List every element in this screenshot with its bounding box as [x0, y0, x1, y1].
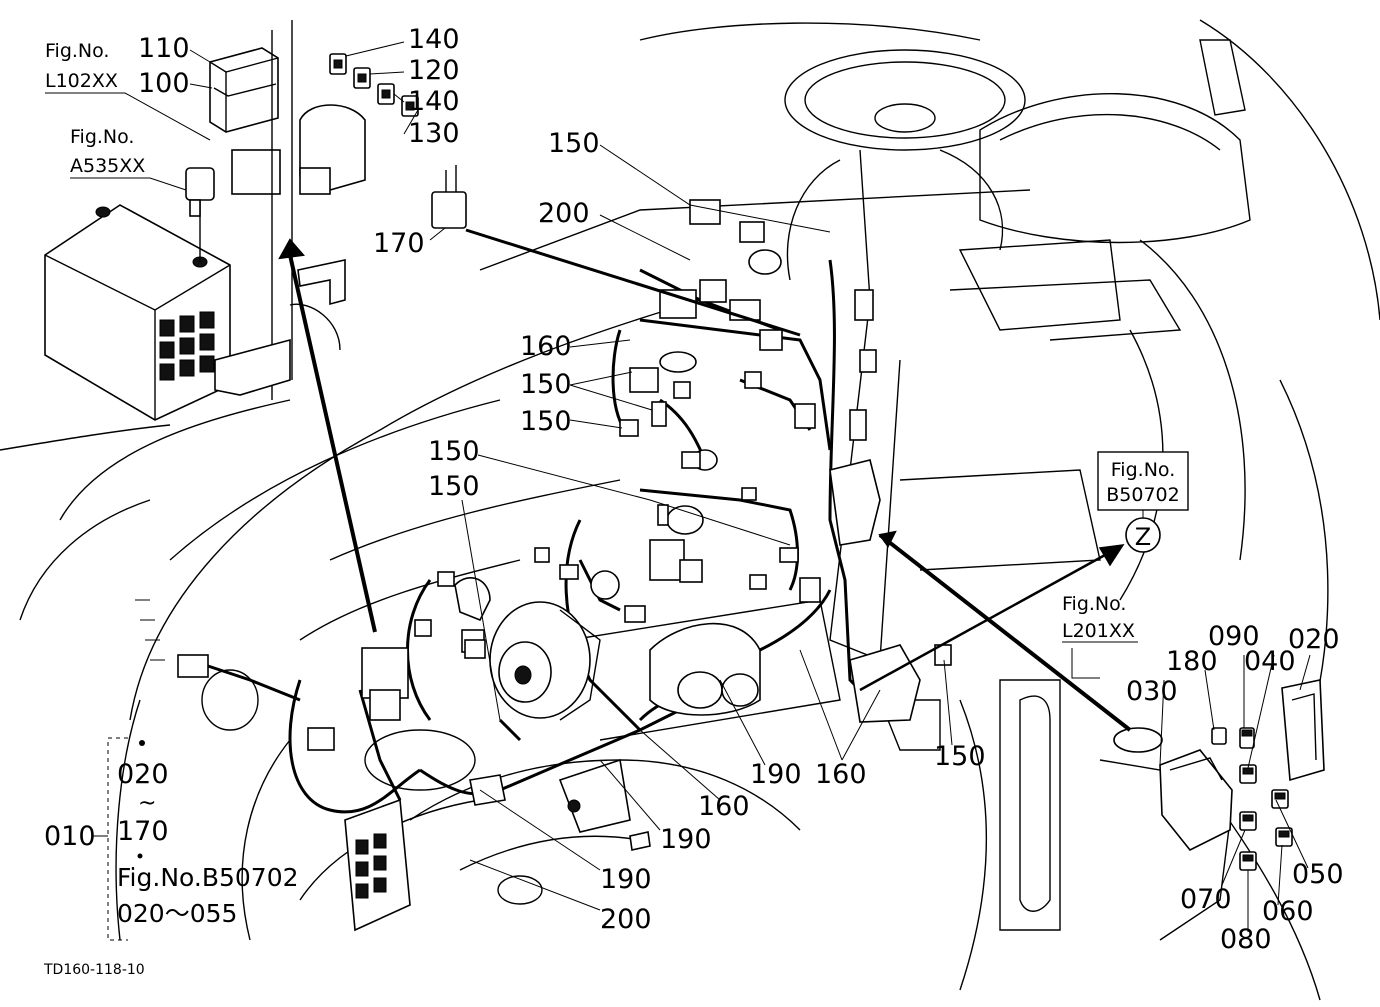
callout-190: 190 — [600, 864, 652, 895]
starter-motor — [649, 622, 761, 716]
fig-no-label: Fig.No. — [45, 40, 109, 62]
assembly-legend: 010 020 ~ 170 Fig.No.B50702 020～055 — [44, 737, 299, 941]
callout-050: 050 — [1292, 859, 1344, 890]
fig-ref-b50702: B50702 — [1106, 484, 1179, 506]
view-marker-z: Z — [1125, 517, 1161, 553]
callout-150: 150 — [428, 436, 480, 467]
callout-140: 140 — [408, 24, 460, 55]
callout-120: 120 — [408, 55, 460, 86]
callout-150: 150 — [520, 369, 572, 400]
callout-080: 080 — [1220, 924, 1272, 955]
callout-190: 190 — [750, 759, 802, 790]
drawing-code: TD160-118-10 — [43, 962, 145, 978]
callout-170: 170 — [117, 816, 169, 847]
callout-090: 090 — [1208, 621, 1260, 652]
fig-ref-l201: L201XX — [1062, 620, 1135, 642]
fuse-box-030 — [1113, 679, 1325, 871]
callout-180: 180 — [1166, 646, 1218, 677]
fig-no-label: Fig.No. — [70, 126, 134, 148]
callout-150: 150 — [428, 471, 480, 502]
legend-tilde: ~ — [138, 791, 156, 816]
callout-170: 170 — [373, 228, 425, 259]
fig-no-label: Fig.No. — [1111, 459, 1175, 481]
callout-130: 130 — [408, 118, 460, 149]
legend-fig-ref: Fig.No.B50702 — [117, 863, 299, 892]
callout-150: 150 — [934, 741, 986, 772]
battery — [44, 200, 231, 421]
front-battery — [344, 798, 411, 932]
harness-components — [177, 199, 952, 932]
battery-relay — [185, 167, 215, 217]
callout-100: 100 — [138, 68, 190, 99]
alternator — [489, 601, 601, 721]
fig-no-label: Fig.No. — [1062, 593, 1126, 615]
callout-190: 190 — [660, 824, 712, 855]
callout-200: 200 — [600, 904, 652, 935]
callout-060: 060 — [1262, 896, 1314, 927]
callout-040: 040 — [1244, 646, 1296, 677]
callout-numbers: 110 100 140 120 140 130 150 200 170 160 … — [138, 24, 1344, 955]
callout-010: 010 — [44, 821, 96, 852]
callout-160: 160 — [520, 331, 572, 362]
callout-200: 200 — [538, 198, 590, 229]
relay-170 — [431, 165, 467, 229]
callout-150: 150 — [548, 128, 600, 159]
callout-030: 030 — [1126, 676, 1178, 707]
fig-ref-a535: A535XX — [70, 155, 145, 177]
callout-160: 160 — [815, 759, 867, 790]
callout-070: 070 — [1180, 884, 1232, 915]
callout-020: 020 — [117, 759, 169, 790]
fig-ref-box-b50702: Fig.No. B50702 — [1097, 451, 1189, 518]
fuse-box-100 — [209, 47, 281, 195]
callout-020: 020 — [1288, 624, 1340, 655]
callout-160: 160 — [698, 791, 750, 822]
arrows — [278, 228, 1132, 732]
fig-ref-l102: L102XX — [45, 70, 118, 92]
callout-140: 140 — [408, 86, 460, 117]
callout-110: 110 — [138, 33, 190, 64]
leader-lines — [45, 41, 1311, 932]
mounting-bracket — [214, 20, 366, 400]
callout-150: 150 — [520, 406, 572, 437]
fuse-group-top — [329, 53, 419, 117]
battery-grid — [159, 311, 215, 381]
z-marker-label: Z — [1135, 523, 1151, 551]
legend-range: 020～055 — [117, 899, 237, 928]
